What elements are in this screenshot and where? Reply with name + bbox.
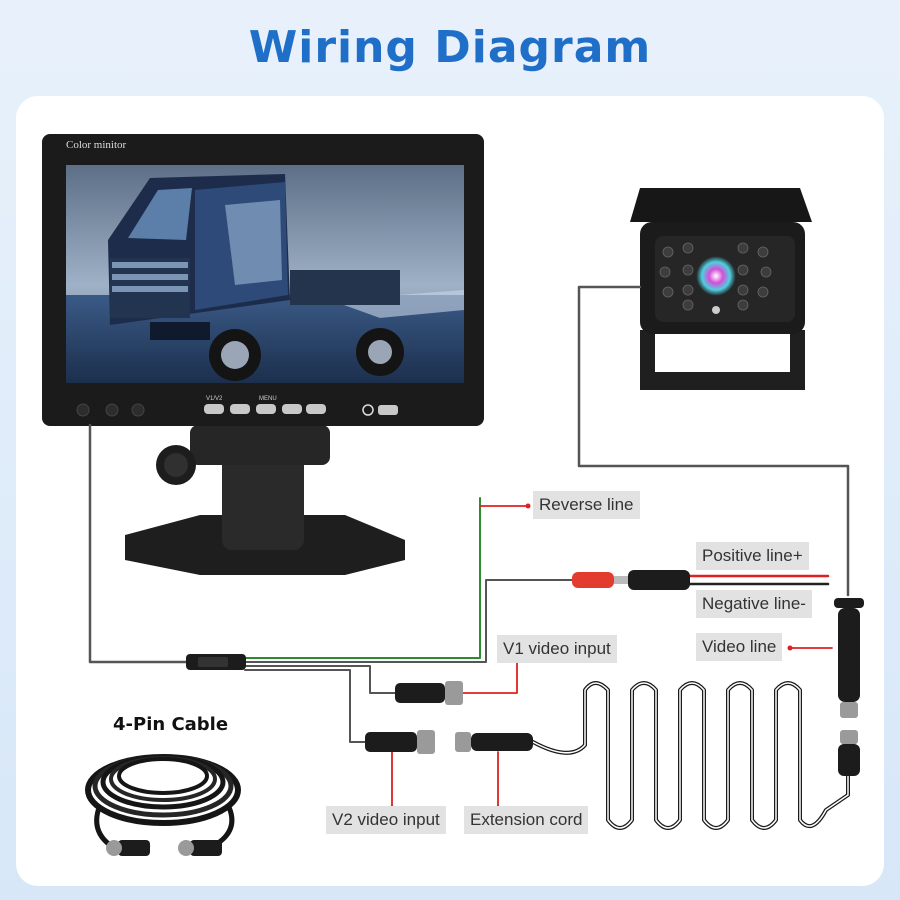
wire-camera-cable <box>577 285 850 597</box>
wires <box>88 285 850 830</box>
pointer-v1 <box>456 659 518 694</box>
monitor-speaker-1 <box>76 403 90 417</box>
power-plug-black <box>628 570 690 590</box>
monitor-stand-post <box>222 445 304 550</box>
camera-bracket <box>640 330 805 390</box>
backup-camera <box>630 188 812 390</box>
monitor-button-plus[interactable] <box>306 404 326 414</box>
monitor-stand-bracket <box>190 425 330 465</box>
monitor-brand-text: Color minitor <box>66 139 127 151</box>
v2-connector <box>365 732 417 752</box>
wire-power-line <box>244 579 573 663</box>
monitor-button-v1v2[interactable] <box>204 404 224 414</box>
monitor-button-minus[interactable] <box>282 404 302 414</box>
btn-label-v1v2: V1/V2 <box>206 396 223 402</box>
camera-video-connector <box>838 608 860 702</box>
power-icon <box>362 404 374 416</box>
camera-sunshade <box>630 188 812 222</box>
truck-image <box>108 174 404 381</box>
wire-monitor-cable <box>88 423 190 664</box>
monitor-button-mode[interactable] <box>230 404 250 414</box>
label-positive-line: Positive line+ <box>696 542 809 570</box>
connectors <box>186 570 864 776</box>
label-v1-video-input: V1 video input <box>497 635 617 663</box>
monitor-speaker-2 <box>105 403 119 417</box>
label-extension-cord: Extension cord <box>464 806 589 834</box>
monitor-speaker-3 <box>131 403 145 417</box>
wire-reverse-line <box>244 497 481 659</box>
monitor-power-button[interactable] <box>378 405 398 415</box>
cable-end-right <box>190 840 222 856</box>
label-video-line: Video line <box>696 633 783 661</box>
extension-connector-left <box>455 732 471 752</box>
monitor: Color minitor V1/V2 MENU <box>42 134 484 575</box>
wire-v2-branch <box>244 669 366 743</box>
label-v2-video-input: V2 video input <box>326 806 446 834</box>
power-plug-red <box>572 572 614 588</box>
page-title: Wiring Diagram <box>248 22 652 73</box>
wire-v1-branch <box>244 665 396 694</box>
label-reverse-line: Reverse line <box>533 491 640 519</box>
btn-label-menu: MENU <box>259 396 277 402</box>
label-negative-line: Negative line- <box>696 590 812 618</box>
cable-title: 4-Pin Cable <box>113 714 229 735</box>
camera-ir-leds <box>659 242 772 311</box>
monitor-button-menu[interactable] <box>256 404 276 414</box>
cable-end-left <box>118 840 150 856</box>
camera-lens <box>696 256 736 296</box>
camera-grommet <box>834 598 864 608</box>
four-pin-cable-coil <box>85 754 241 856</box>
v1-connector <box>395 683 445 703</box>
extension-connector-right <box>840 730 858 744</box>
